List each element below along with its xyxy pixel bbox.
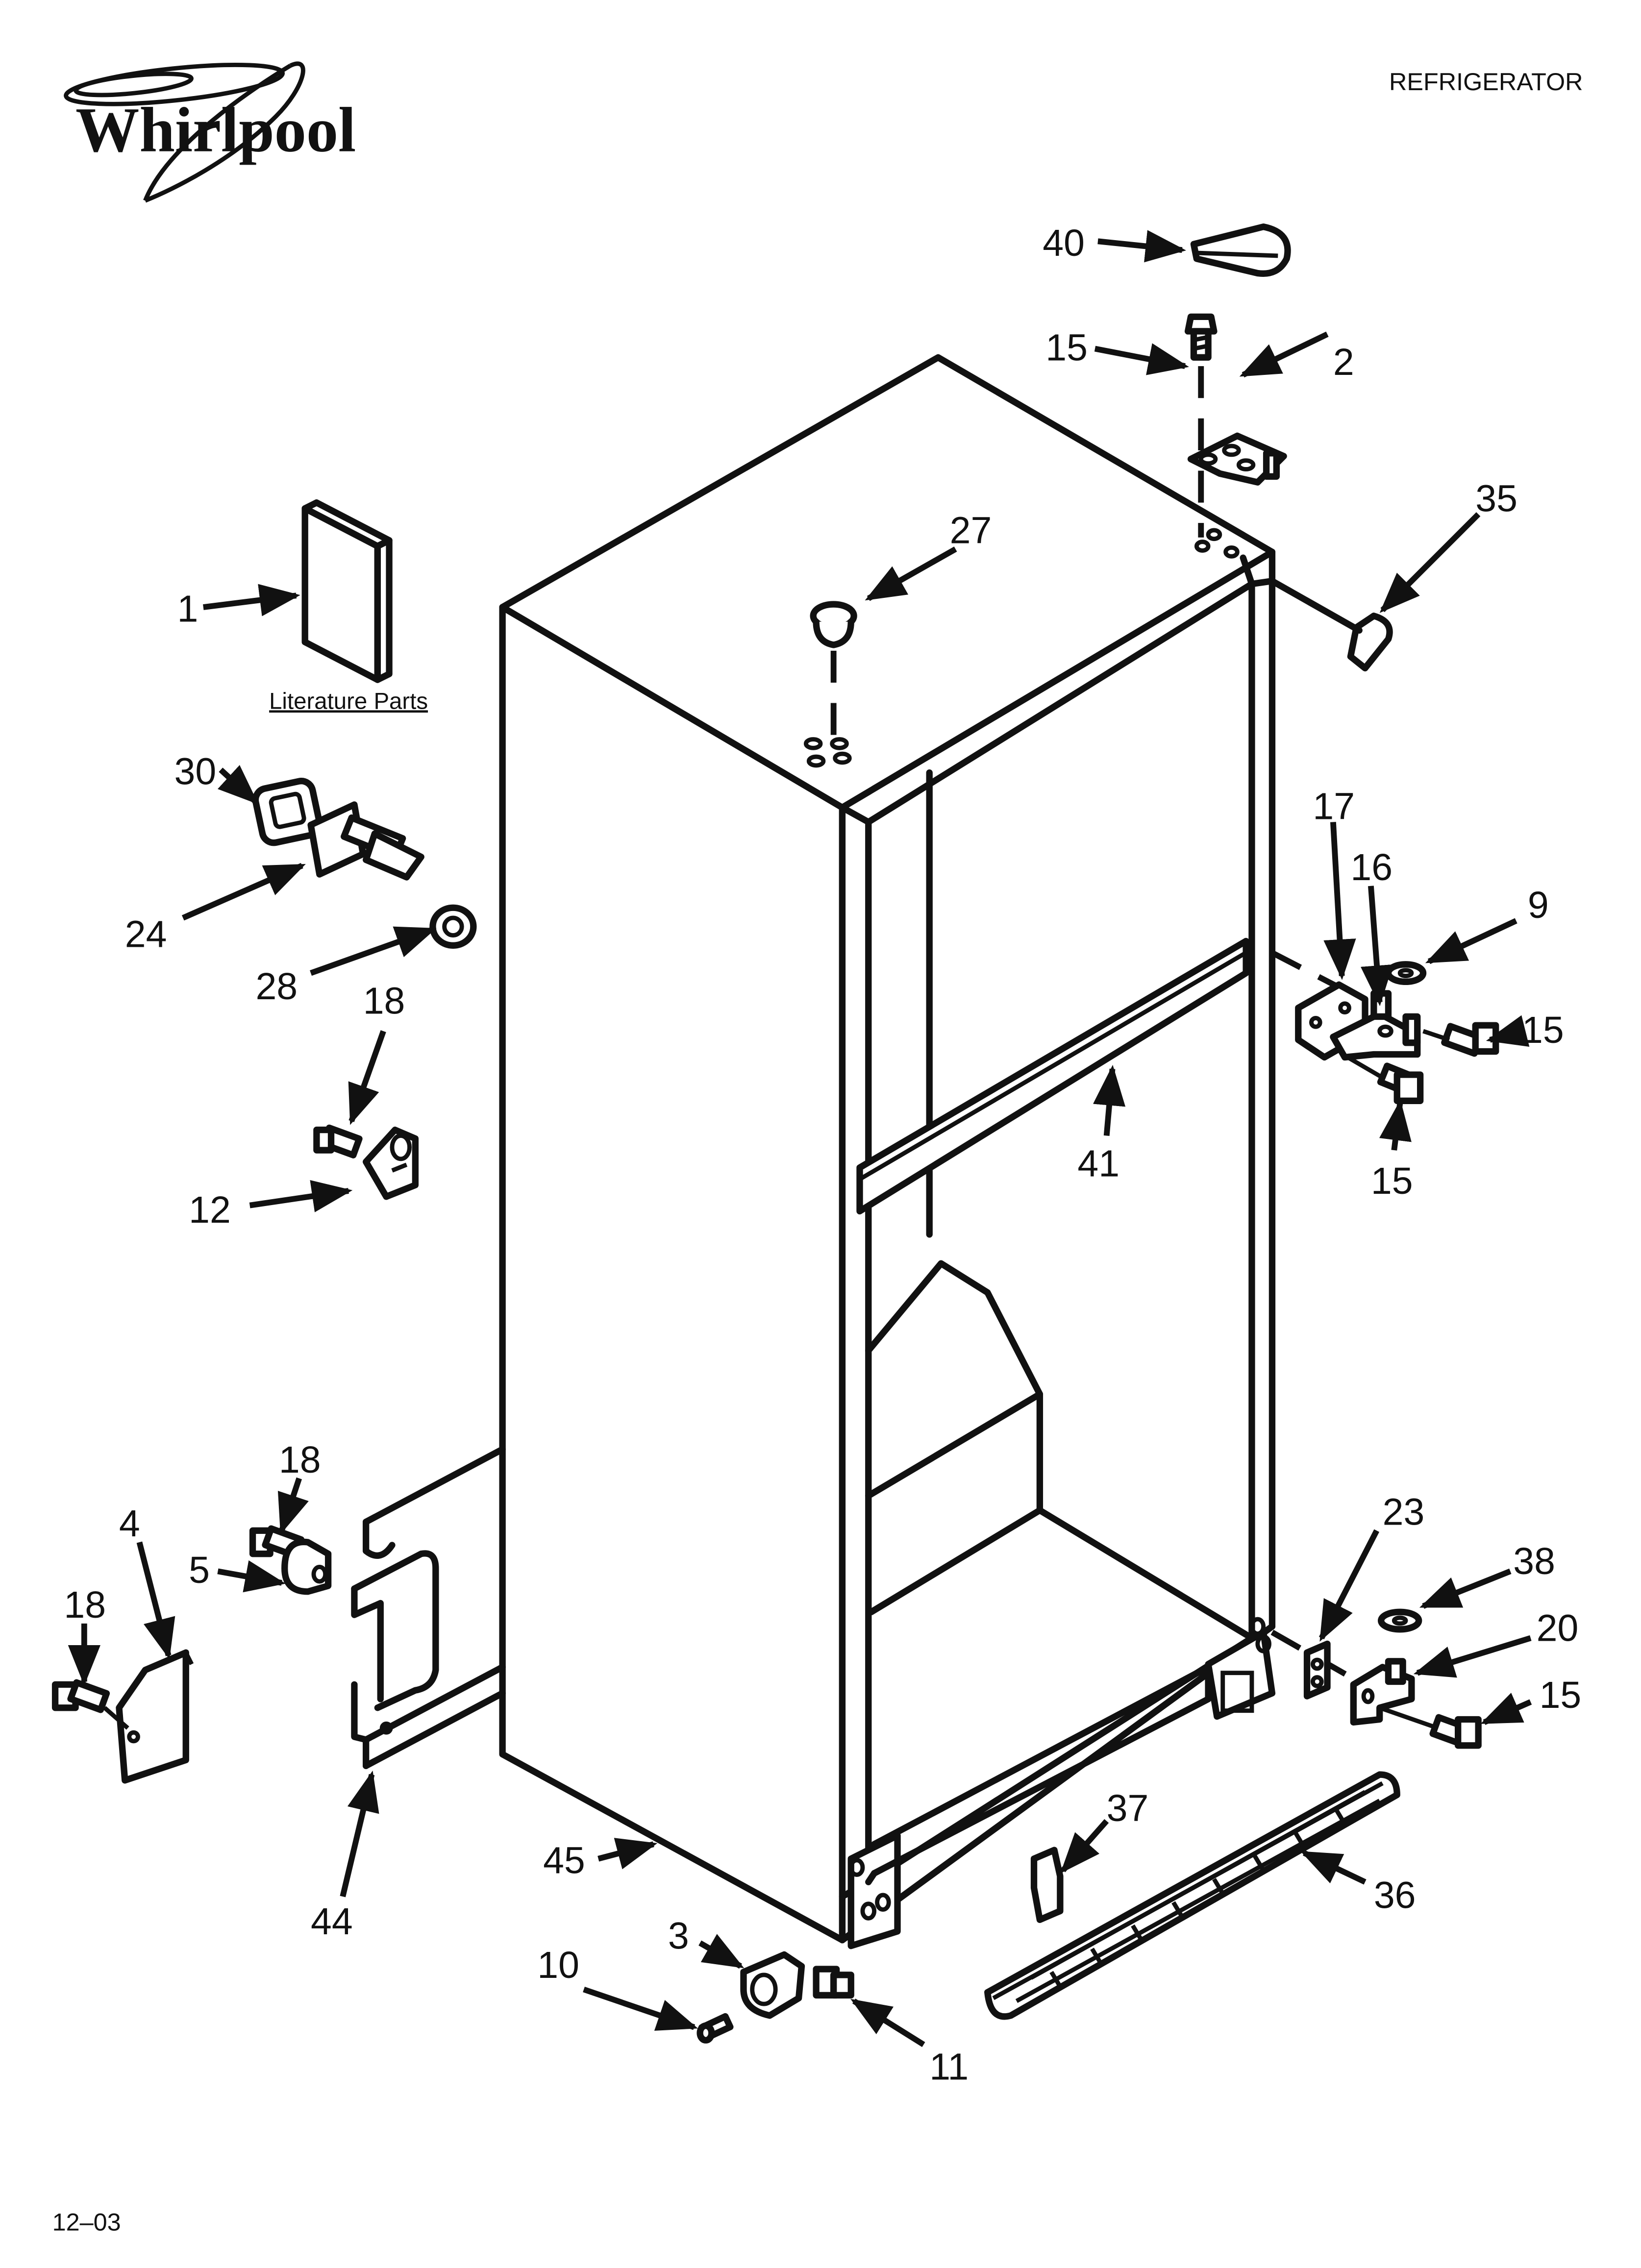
callout-15-top: 15: [1045, 326, 1088, 369]
callout-1: 1: [177, 588, 198, 630]
callout-9: 9: [1528, 884, 1549, 926]
washer-9: [1385, 961, 1427, 986]
cabinet-side-panel: [499, 604, 846, 1944]
hinge-cover-35: [1347, 613, 1393, 672]
callout-15-bottom: 15: [1540, 1674, 1582, 1716]
brand-wordmark: Whirlpool: [75, 95, 356, 166]
pivot-pin-10: [696, 2013, 734, 2044]
hinge-cover-4: [116, 1649, 194, 1784]
callout-45: 45: [543, 1840, 585, 1882]
shim-23: [1303, 1640, 1331, 1700]
callout-30: 30: [174, 750, 217, 792]
callout-23: 23: [1383, 1491, 1425, 1533]
top-hinge-screw: [1184, 313, 1218, 361]
callout-12: 12: [189, 1189, 231, 1231]
screw-18-lower: [51, 1679, 110, 1713]
whirlpool-logo: Whirlpool: [64, 61, 356, 203]
pivot-pin-24: [307, 801, 424, 881]
callout-4: 4: [119, 1503, 140, 1545]
washer-38: [1377, 1608, 1422, 1633]
cabinet-top-plug: [810, 601, 857, 648]
callout-16: 16: [1350, 846, 1392, 888]
callout-17: 17: [1313, 786, 1355, 828]
callout-2: 2: [1333, 341, 1354, 383]
callout-20: 20: [1537, 1607, 1579, 1649]
model-type-label: REFRIGERATOR: [1389, 68, 1583, 96]
callout-18-mid: 18: [279, 1439, 321, 1481]
top-hinge-cover: [1190, 223, 1291, 277]
grille-clip-37: [1030, 1847, 1064, 1923]
callout-5: 5: [189, 1549, 210, 1591]
grommet-30: [252, 778, 323, 846]
callout-18-upper: 18: [363, 980, 405, 1022]
side-bracket-44: [351, 1446, 506, 1769]
callout-44: 44: [311, 1900, 353, 1943]
literature-parts-booklet: [301, 499, 393, 683]
callout-28: 28: [255, 965, 298, 1008]
bushing-28: [429, 904, 477, 949]
screw-18-upper: [313, 1124, 363, 1159]
screw-11: [813, 1966, 854, 1999]
callout-40: 40: [1043, 222, 1085, 264]
bottom-hinge-20: [1350, 1658, 1415, 1726]
callout-15-right: 15: [1522, 1009, 1564, 1051]
callout-11: 11: [929, 2046, 969, 2088]
callout-36: 36: [1374, 1874, 1416, 1917]
callout-38: 38: [1513, 1540, 1555, 1582]
callout-10: 10: [537, 1944, 579, 1986]
date-code: 12–03: [52, 2208, 121, 2236]
cable-clamp-5: [281, 1538, 332, 1595]
callout-24: 24: [125, 913, 167, 955]
callout-numbers: 40 15 2 35 27 1 30 24 28 18 12 17 16 9 1…: [64, 222, 1581, 2088]
callout-35: 35: [1475, 477, 1517, 519]
refrigerator-cabinet: [499, 354, 1276, 1949]
roller-bracket-3: [740, 1951, 805, 2019]
callout-18-lower: 18: [64, 1584, 106, 1626]
literature-parts-label: Literature Parts: [269, 688, 428, 714]
screw-15-bottom: [1429, 1714, 1482, 1749]
screw-15-center: [1377, 1062, 1424, 1104]
callout-3: 3: [668, 1915, 689, 1957]
toe-grille-36: [984, 1771, 1400, 2020]
callout-15-center: 15: [1371, 1160, 1413, 1202]
callout-41: 41: [1077, 1142, 1119, 1184]
top-hinge: [1187, 432, 1287, 486]
callout-leaders: [68, 230, 1532, 2047]
hinge-clip-12: [362, 1126, 419, 1200]
callout-27: 27: [950, 510, 992, 552]
callout-37: 37: [1107, 1787, 1149, 1829]
screw-15-right: [1441, 1022, 1499, 1057]
